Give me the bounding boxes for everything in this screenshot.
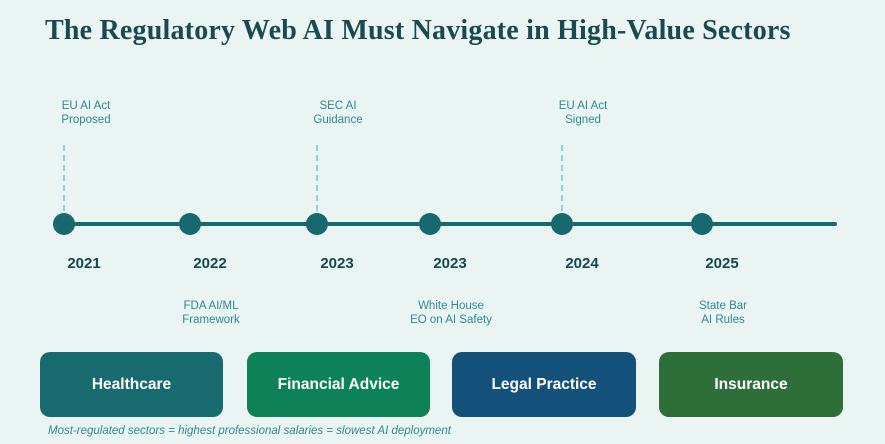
timeline-dot: [691, 213, 713, 235]
year-label: 2023: [433, 255, 467, 272]
sector-button-legal-practice[interactable]: Legal Practice: [452, 352, 636, 417]
event-label-line: White House: [418, 300, 484, 312]
event-label: EU AI Act Proposed: [16, 99, 156, 127]
event-label: SEC AI Guidance: [268, 99, 408, 127]
event-label-line: Guidance: [313, 114, 363, 126]
year-label: 2023: [320, 255, 354, 272]
event-label: State Bar AI Rules: [648, 299, 798, 327]
year-label: 2024: [565, 255, 599, 272]
timeline-dot: [306, 213, 328, 235]
event-label-line: AI Rules: [701, 314, 745, 326]
event-connector-line: [63, 145, 65, 211]
footnote-text: Most-regulated sectors = highest profess…: [48, 425, 451, 437]
timeline-dot: [419, 213, 441, 235]
year-label: 2021: [67, 255, 101, 272]
timeline-dot: [53, 213, 75, 235]
event-label-line: EU AI Act: [558, 100, 608, 112]
event-connector-line: [561, 145, 563, 211]
sector-button-financial-advice[interactable]: Financial Advice: [247, 352, 430, 417]
event-label-line: EO on AI Safety: [410, 314, 492, 326]
event-label: EU AI Act Signed: [513, 99, 653, 127]
event-label-line: SEC AI: [319, 100, 357, 112]
event-label-line: Framework: [182, 314, 240, 326]
page-title: The Regulatory Web AI Must Navigate in H…: [45, 15, 791, 46]
year-label: 2025: [705, 255, 739, 272]
sector-button-insurance[interactable]: Insurance: [659, 352, 843, 417]
timeline-dot: [179, 213, 201, 235]
event-label-line: EU AI Act: [61, 100, 111, 112]
event-label-line: Signed: [565, 114, 601, 126]
event-label: White House EO on AI Safety: [376, 299, 526, 327]
event-label-line: FDA AI/ML: [183, 300, 239, 312]
year-label: 2022: [193, 255, 227, 272]
sector-button-healthcare[interactable]: Healthcare: [40, 352, 223, 417]
event-connector-line: [316, 145, 318, 211]
timeline-dot: [551, 213, 573, 235]
event-label-line: Proposed: [61, 114, 111, 126]
event-label-line: State Bar: [699, 300, 747, 312]
event-label: FDA AI/ML Framework: [136, 299, 286, 327]
timeline-axis-line: [64, 222, 837, 226]
